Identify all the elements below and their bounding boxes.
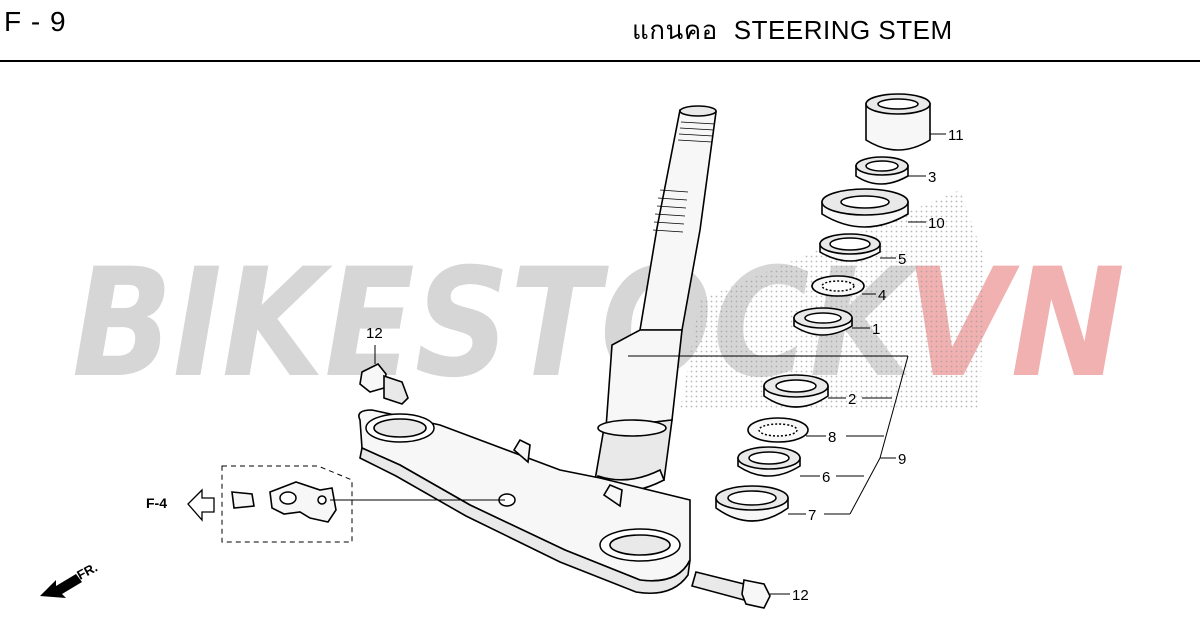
callout-9: 9 (898, 451, 906, 468)
reference-page-label: F-4 (146, 495, 167, 511)
watermark: BIKESTOCK VN (72, 190, 1125, 411)
page-code: F - 9 (4, 6, 67, 37)
part-10-adjusting-nut (821, 188, 926, 228)
front-arrow-icon (40, 574, 82, 598)
header-divider (0, 60, 1200, 62)
reference-f4: F-4 (146, 488, 215, 522)
title-english: STEERING STEM (733, 15, 953, 45)
part-1-upper-race (793, 307, 870, 336)
callout-5: 5 (898, 251, 906, 268)
callout-6: 6 (822, 469, 830, 486)
front-direction-indicator: FR. (40, 560, 100, 598)
part-11-dust-seal-collar (865, 93, 946, 151)
cable-clamp-assembly (221, 465, 505, 543)
callout-12-lower: 12 (792, 587, 809, 604)
callout-2: 2 (848, 391, 856, 408)
bolt-upper-left (359, 345, 409, 405)
callout-7: 7 (808, 507, 816, 524)
steering-stem-shaft (592, 105, 717, 493)
callout-3: 3 (928, 169, 936, 186)
page-title: แกนคอ STEERING STEM (632, 10, 953, 51)
steering-stem-lower-bracket (358, 409, 691, 594)
part-3-lock-nut (855, 156, 926, 185)
callout-4: 4 (878, 287, 886, 304)
callout-labels: 11 3 10 5 4 1 2 8 9 6 7 12 12 (366, 127, 964, 604)
callout-11: 11 (948, 127, 964, 144)
callout-10: 10 (928, 215, 945, 232)
part-9-group-bracket (628, 355, 909, 515)
watermark-dot-pattern (680, 190, 985, 410)
part-8-lower-bearing (747, 417, 826, 443)
callout-8: 8 (828, 429, 836, 446)
callout-12-upper: 12 (366, 325, 383, 342)
reference-arrow-icon (187, 488, 215, 522)
bolt-lower-right (691, 571, 790, 609)
callout-1: 1 (872, 321, 880, 338)
part-2-lower-race-upper (763, 374, 846, 408)
part-5-dust-seal (819, 233, 896, 262)
title-thai: แกนคอ (632, 15, 718, 45)
part-7-lower-dust-seal (715, 485, 806, 522)
part-6-lower-race (737, 446, 820, 477)
part-4-upper-bearing (811, 275, 876, 297)
